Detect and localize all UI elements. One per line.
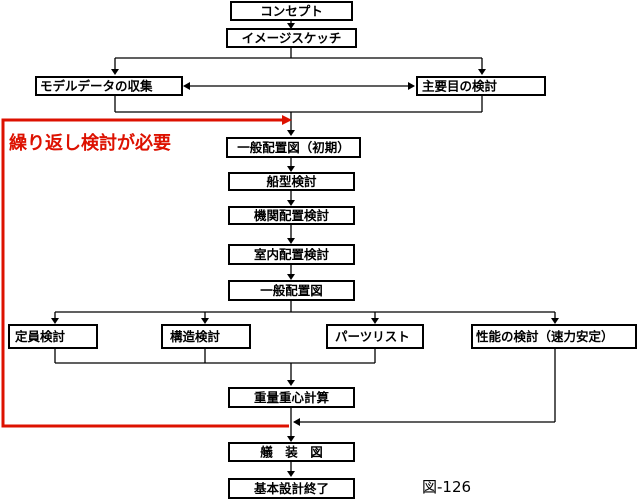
node-label: 構造検討 xyxy=(170,329,221,344)
node-label: 一般配置図 xyxy=(260,283,323,298)
arrowhead xyxy=(371,318,379,324)
edges xyxy=(54,20,556,475)
arrowhead xyxy=(287,200,295,206)
node-label: 船型検討 xyxy=(266,174,317,189)
node-label: モデルデータの収集 xyxy=(40,79,153,94)
node-image-sketch: イメージスケッチ xyxy=(226,28,357,48)
figure-label: 図-126 xyxy=(422,478,471,496)
node-design-complete: 基本設計終了 xyxy=(228,478,355,499)
node-label: 艤 装 図 xyxy=(260,445,323,460)
node-label: 室内配置検討 xyxy=(254,247,330,262)
arrowhead xyxy=(287,23,295,29)
arrowhead xyxy=(478,69,486,75)
node-model-data: モデルデータの収集 xyxy=(35,76,183,96)
node-label: 基本設計終了 xyxy=(253,481,329,496)
arrowhead xyxy=(287,166,295,172)
arrowheads xyxy=(51,23,559,477)
arrowhead xyxy=(111,69,119,75)
arrowhead xyxy=(287,274,295,280)
node-label: 性能の検討（速力安定） xyxy=(475,329,614,344)
node-engine-layout: 機関配置検討 xyxy=(228,206,355,225)
node-label: コンセプト xyxy=(260,4,323,19)
feedback-loop: 繰り返し検討が必要 xyxy=(1,115,292,428)
node-general-initial: 一般配置図（初期） xyxy=(226,137,361,158)
arrowhead xyxy=(183,82,190,90)
node-label: 一般配置図（初期） xyxy=(237,140,350,155)
loop-label: 繰り返し検討が必要 xyxy=(9,132,171,154)
arrowhead xyxy=(287,436,295,442)
node-hull-form: 船型検討 xyxy=(228,172,355,191)
node-main-items: 主要目の検討 xyxy=(416,76,546,96)
arrowhead xyxy=(287,238,295,244)
node-label: 主要目の検討 xyxy=(422,79,498,94)
loop-line xyxy=(1,118,289,428)
node-performance: 性能の検討（速力安定） xyxy=(471,324,637,349)
node-label: 重量重心計算 xyxy=(254,390,330,405)
node-label: 機関配置検討 xyxy=(254,208,330,223)
loop-arrowhead xyxy=(282,115,292,125)
arrowhead xyxy=(551,318,559,324)
arrowhead xyxy=(287,130,295,136)
node-label: パーツリスト xyxy=(335,329,410,344)
arrowhead xyxy=(287,380,295,386)
node-label: イメージスケッチ xyxy=(242,31,342,46)
arrowhead xyxy=(201,318,209,324)
node-general-arrangement: 一般配置図 xyxy=(228,280,355,301)
node-concept: コンセプト xyxy=(230,1,353,21)
arrowhead xyxy=(408,82,415,90)
node-weight-cg: 重量重心計算 xyxy=(228,387,355,408)
node-structure: 構造検討 xyxy=(161,324,251,349)
node-parts-list: パーツリスト xyxy=(326,324,424,349)
node-capacity: 定員検討 xyxy=(8,324,98,349)
arrowhead xyxy=(287,471,295,477)
node-outfitting: 艤 装 図 xyxy=(228,442,355,462)
node-label: 定員検討 xyxy=(14,329,66,344)
node-interior-layout: 室内配置検討 xyxy=(228,244,355,265)
arrowhead xyxy=(51,318,59,324)
arrowhead xyxy=(293,418,300,426)
